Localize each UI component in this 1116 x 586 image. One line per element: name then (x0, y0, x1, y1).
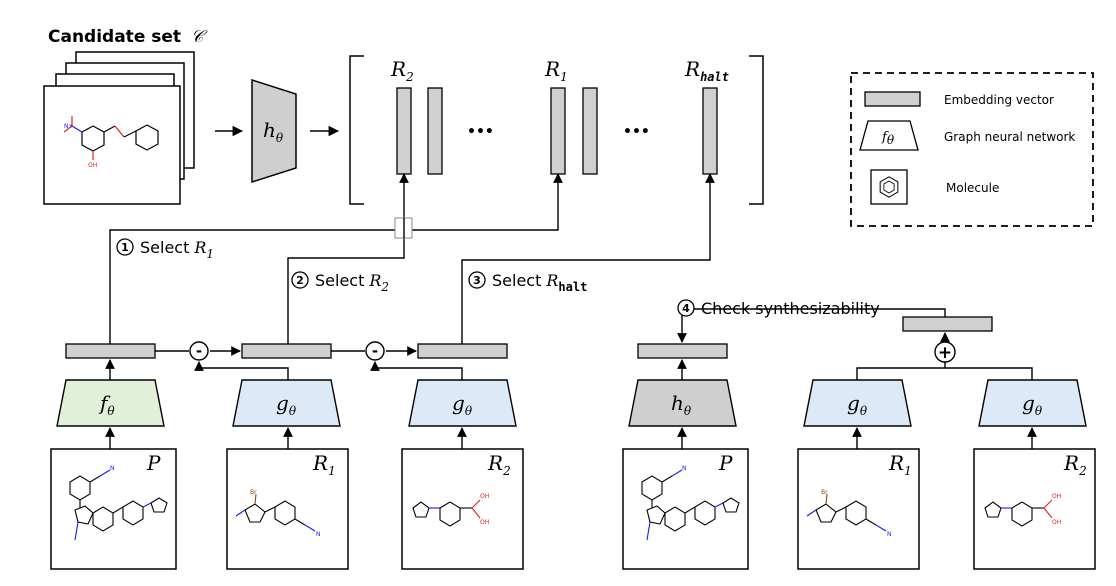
g-theta-encoder-r2 (408, 379, 517, 427)
minus-operator-2 (365, 341, 385, 361)
bromine-label: Br (821, 489, 828, 496)
nitrogen-label: N (110, 465, 115, 472)
legend-gnn-swatch (859, 120, 919, 151)
candidate-set-title: Candidate set 𝒞 (48, 27, 208, 47)
select-rhalt-connector (461, 173, 715, 344)
svg-text:3: 3 (473, 274, 481, 287)
g-theta-label: gθ (452, 391, 473, 418)
h-theta-encoder-bottom (628, 379, 737, 427)
molecule-p-box (50, 448, 177, 570)
embedding-r1 (550, 87, 566, 175)
h-theta-encoder-top (251, 78, 297, 184)
legend-molecule-label: Molecule (946, 181, 999, 195)
molecule-p-structure (69, 469, 168, 541)
hydroxyl-label: OH (480, 519, 489, 526)
plus-symbol: + (938, 343, 952, 363)
svg-text:1: 1 (121, 241, 129, 254)
candidate-molecule (63, 116, 159, 160)
svg-text:Check synthesizability: Check synthesizability (701, 299, 880, 318)
g-to-minus-2 (370, 361, 463, 380)
embedding-diff-2 (417, 343, 508, 359)
g-theta-label: gθ (847, 391, 868, 418)
nitrogen-label: N (316, 531, 321, 538)
legend-embedding-swatch (864, 91, 921, 107)
embedding-rhalt (702, 87, 718, 175)
embedding-sum (902, 316, 993, 332)
hydroxyl-label: OH (1052, 493, 1061, 500)
g-theta-encoder-r2-right (978, 379, 1087, 427)
ellipsis-2: ••• (623, 124, 650, 140)
svg-text:2: 2 (296, 274, 304, 287)
molecule-p-label-right: P (718, 451, 733, 475)
molecule-p-label: P (146, 451, 161, 475)
legend-gnn-symbol: fθ (881, 130, 895, 147)
select-r1-connector (109, 173, 563, 344)
molecule-r1-label-right: R1 (888, 451, 912, 478)
select-r2-connector (287, 173, 409, 344)
molecule-r2-box (401, 448, 524, 570)
bromine-label: Br (250, 489, 257, 496)
hydroxyl-label: OH (88, 162, 97, 169)
g-theta-encoder-r1 (232, 379, 341, 427)
embedding-r2 (396, 87, 412, 175)
ellipsis-1: ••• (467, 124, 494, 140)
minus-operator-1 (189, 341, 209, 361)
hydroxyl-label: OH (1052, 519, 1061, 526)
matrix-right-bracket (749, 55, 764, 205)
embedding-bar (582, 87, 598, 175)
molecule-r1-label: R1 (312, 451, 336, 478)
rhalt-column-label: Rhalt (684, 57, 729, 84)
check-synthesizability-connector (677, 308, 946, 343)
molecule-r2-structure (412, 499, 481, 527)
molecule-p-structure-right (641, 469, 740, 541)
g-theta-label: gθ (1022, 391, 1043, 418)
matrix-left-bracket (349, 55, 364, 205)
molecule-r1-structure-right (806, 493, 887, 532)
embedding-h-p (637, 343, 728, 359)
nitrogen-label: N (682, 465, 687, 472)
molecule-p-box-right (622, 448, 749, 570)
g-to-minus-1 (194, 361, 289, 380)
nitro-label: N+ (64, 123, 74, 130)
legend-gnn-label: Graph neural network (944, 130, 1075, 144)
molecule-r1-structure (235, 493, 316, 532)
r2-column-label: R2 (390, 57, 414, 84)
g-theta-encoder-r1-right (803, 379, 912, 427)
embedding-p (65, 343, 156, 359)
candidate-card-stack (43, 51, 195, 205)
g-theta-label: gθ (276, 391, 297, 418)
molecule-r2-label: R2 (487, 451, 511, 478)
legend-embedding-label: Embedding vector (944, 93, 1054, 107)
f-theta-encoder (56, 379, 165, 427)
embedding-diff-1 (241, 343, 332, 359)
molecule-r2-label-right: R2 (1063, 451, 1087, 478)
minus-symbol: - (196, 342, 202, 360)
svg-text:4: 4 (682, 302, 690, 315)
g-outputs-to-sum (856, 367, 1033, 380)
h-theta-top-label: hθ (263, 118, 284, 145)
hydroxyl-label: OH (480, 493, 489, 500)
minus-symbol: - (372, 342, 378, 360)
r1-column-label: R1 (544, 57, 568, 84)
molecule-r2-box-right (973, 448, 1096, 570)
nitrogen-label: N (887, 531, 892, 538)
legend-molecule-swatch (870, 169, 908, 205)
embedding-bar (427, 87, 443, 175)
h-theta-bottom-label: hθ (671, 391, 692, 418)
benzene-icon (879, 176, 899, 198)
step-4-label: 4 Check synthesizability (677, 299, 880, 318)
molecule-r2-structure-right (984, 499, 1053, 527)
